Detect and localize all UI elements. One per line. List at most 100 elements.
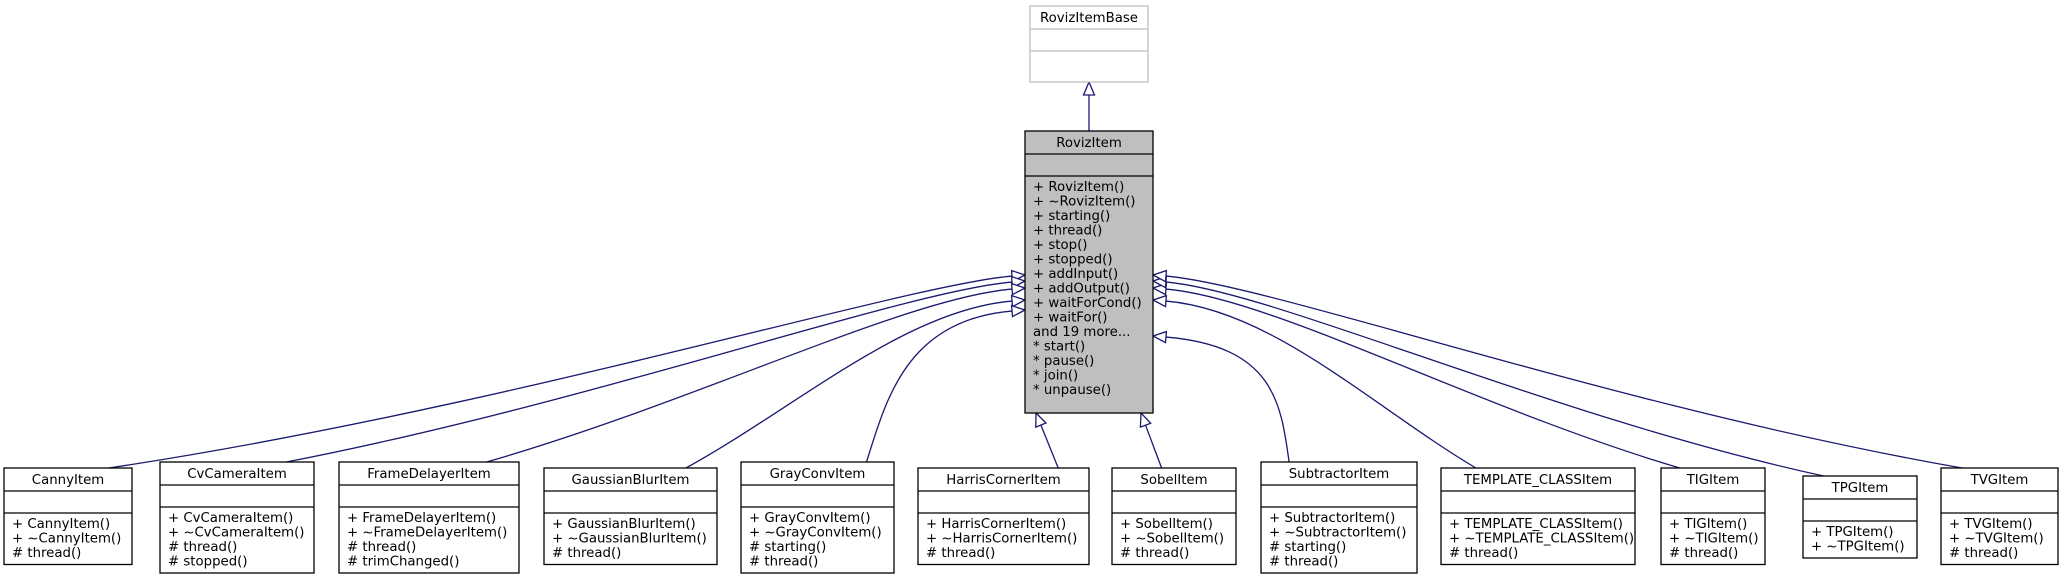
class-node-tpgitem[interactable]: TPGItem+ TPGItem()+ ~TPGItem() bbox=[1802, 475, 1918, 559]
class-name: GaussianBlurItem bbox=[572, 473, 690, 488]
class-node-cvcameraitem[interactable]: CvCameraItem+ CvCameraItem()+ ~CvCameraI… bbox=[159, 461, 315, 574]
class-name: HarrisCornerItem bbox=[946, 473, 1060, 488]
class-member: + SobelItem() bbox=[1120, 517, 1213, 532]
class-member: + ~HarrisCornerItem() bbox=[926, 532, 1077, 547]
class-member: * join() bbox=[1033, 369, 1078, 384]
class-member: + TEMPLATE_CLASSItem() bbox=[1449, 517, 1623, 532]
class-node-grayconvitem[interactable]: GrayConvItem+ GrayConvItem()+ ~GrayConvI… bbox=[740, 461, 895, 574]
class-member: # thread() bbox=[347, 540, 416, 555]
class-box bbox=[1440, 467, 1636, 566]
class-node-tvgitem[interactable]: TVGItem+ TVGItem()+ ~TVGItem()# thread() bbox=[1940, 467, 2059, 566]
inheritance-edges bbox=[108, 80, 1963, 477]
class-node-template-classitem[interactable]: TEMPLATE_CLASSItem + TEMPLATE_CLASSItem()… bbox=[1440, 467, 1636, 566]
class-node-framedelayeritem[interactable]: FrameDelayerItem+ FrameDelayerItem()+ ~F… bbox=[338, 461, 520, 574]
class-box bbox=[1260, 461, 1418, 574]
class-member: + TIGItem() bbox=[1669, 517, 1747, 532]
inheritance-edge bbox=[1165, 300, 1477, 469]
class-member: # thread() bbox=[12, 546, 81, 561]
inheritance-arrowhead bbox=[1151, 330, 1168, 344]
inheritance-arrowhead bbox=[1010, 294, 1027, 308]
class-name: CannyItem bbox=[32, 473, 104, 488]
inheritance-arrowhead bbox=[1035, 411, 1048, 429]
class-member: # thread() bbox=[926, 546, 995, 561]
class-box bbox=[3, 467, 133, 566]
class-name: CvCameraItem bbox=[187, 467, 287, 482]
class-name: SobelItem bbox=[1140, 473, 1207, 488]
class-member: + CannyItem() bbox=[12, 517, 110, 532]
class-box bbox=[1940, 467, 2059, 566]
class-node-harriscorneritem[interactable]: HarrisCornerItem + HarrisCornerItem()+ ~H… bbox=[917, 467, 1090, 566]
inheritance-arrowhead bbox=[1010, 282, 1027, 296]
class-member: + ~CannyItem() bbox=[12, 532, 121, 547]
inheritance-arrowhead bbox=[1082, 80, 1096, 96]
inheritance-arrowhead bbox=[1139, 411, 1152, 429]
class-member: # thread() bbox=[168, 540, 237, 555]
class-member: and 19 more... bbox=[1033, 325, 1131, 340]
class-member: * start() bbox=[1033, 340, 1085, 355]
class-member: # thread() bbox=[1449, 546, 1518, 561]
class-node-sobelitem[interactable]: SobelItem+ SobelItem()+ ~SobelItem()# th… bbox=[1111, 467, 1237, 566]
class-member: + stopped() bbox=[1033, 253, 1113, 268]
class-member: + GaussianBlurItem() bbox=[552, 517, 696, 532]
class-member: + stop() bbox=[1033, 238, 1087, 253]
class-member: * pause() bbox=[1033, 354, 1094, 369]
class-member: + waitForCond() bbox=[1033, 296, 1142, 311]
class-name: RovizItem bbox=[1056, 136, 1122, 151]
inheritance-edge bbox=[108, 275, 1013, 469]
inheritance-edge bbox=[286, 281, 1013, 463]
class-name: RovizItemBase bbox=[1040, 11, 1138, 26]
class-member: + ~RovizItem() bbox=[1033, 195, 1135, 210]
class-box bbox=[1024, 130, 1154, 414]
class-member: + ~SubtractorItem() bbox=[1269, 526, 1406, 541]
class-node-rovizitem[interactable]: RovizItem+ RovizItem()+ ~RovizItem()+ st… bbox=[1024, 130, 1154, 414]
class-member: + FrameDelayerItem() bbox=[347, 511, 496, 526]
inheritance-arrowhead bbox=[1151, 294, 1168, 308]
class-node-tigitem[interactable]: TIGItem+ TIGItem()+ ~TIGItem()# thread() bbox=[1660, 467, 1766, 566]
class-member: + SubtractorItem() bbox=[1269, 511, 1395, 526]
class-member: # starting() bbox=[749, 540, 826, 555]
class-box bbox=[740, 461, 895, 574]
class-member: # thread() bbox=[1949, 546, 2018, 561]
inheritance-edge bbox=[1165, 288, 1680, 469]
class-member: + ~TVGItem() bbox=[1949, 532, 2044, 547]
class-node-rovizitembase[interactable]: RovizItemBase bbox=[1029, 5, 1149, 83]
class-member: + waitFor() bbox=[1033, 311, 1107, 326]
class-member: + ~SobelItem() bbox=[1120, 532, 1224, 547]
inheritance-edge bbox=[1040, 424, 1059, 469]
class-node-subtractoritem[interactable]: SubtractorItem+ SubtractorItem()+ ~Subtr… bbox=[1260, 461, 1418, 574]
class-box bbox=[338, 461, 520, 574]
class-member: + ~TPGItem() bbox=[1811, 540, 1905, 555]
class-member: # thread() bbox=[1269, 555, 1338, 570]
class-name: TPGItem bbox=[1831, 481, 1889, 496]
class-member: + CvCameraItem() bbox=[168, 511, 293, 526]
class-member: + RovizItem() bbox=[1033, 180, 1124, 195]
class-member: + addOutput() bbox=[1033, 282, 1130, 297]
class-box bbox=[1660, 467, 1766, 566]
class-box bbox=[1111, 467, 1237, 566]
class-box bbox=[1029, 5, 1149, 83]
class-member: + HarrisCornerItem() bbox=[926, 517, 1066, 532]
class-name: GrayConvItem bbox=[770, 467, 866, 482]
class-name: TEMPLATE_CLASSItem bbox=[1463, 473, 1612, 488]
class-member: # thread() bbox=[1669, 546, 1738, 561]
class-member: + addInput() bbox=[1033, 267, 1118, 282]
class-member: # thread() bbox=[749, 555, 818, 570]
class-member: # thread() bbox=[552, 546, 621, 561]
inheritance-edge bbox=[1165, 281, 1824, 477]
inheritance-edge bbox=[486, 288, 1013, 463]
inheritance-edge bbox=[1165, 275, 1963, 469]
class-member: + thread() bbox=[1033, 224, 1102, 239]
class-member: + GrayConvItem() bbox=[749, 511, 871, 526]
class-member: + TVGItem() bbox=[1949, 517, 2033, 532]
class-member: + starting() bbox=[1033, 209, 1110, 224]
class-box bbox=[1802, 475, 1918, 559]
inheritance-edge bbox=[865, 310, 1013, 463]
class-member: + ~FrameDelayerItem() bbox=[347, 526, 507, 541]
class-member: + ~GaussianBlurItem() bbox=[552, 532, 707, 547]
class-node-gaussianbluritem[interactable]: GaussianBlurItem + GaussianBlurItem()+ ~G… bbox=[543, 467, 718, 566]
class-node-cannyitem[interactable]: CannyItem + CannyItem()+ ~CannyItem()# th… bbox=[3, 467, 133, 566]
class-box bbox=[159, 461, 315, 574]
class-member: # trimChanged() bbox=[347, 555, 459, 570]
